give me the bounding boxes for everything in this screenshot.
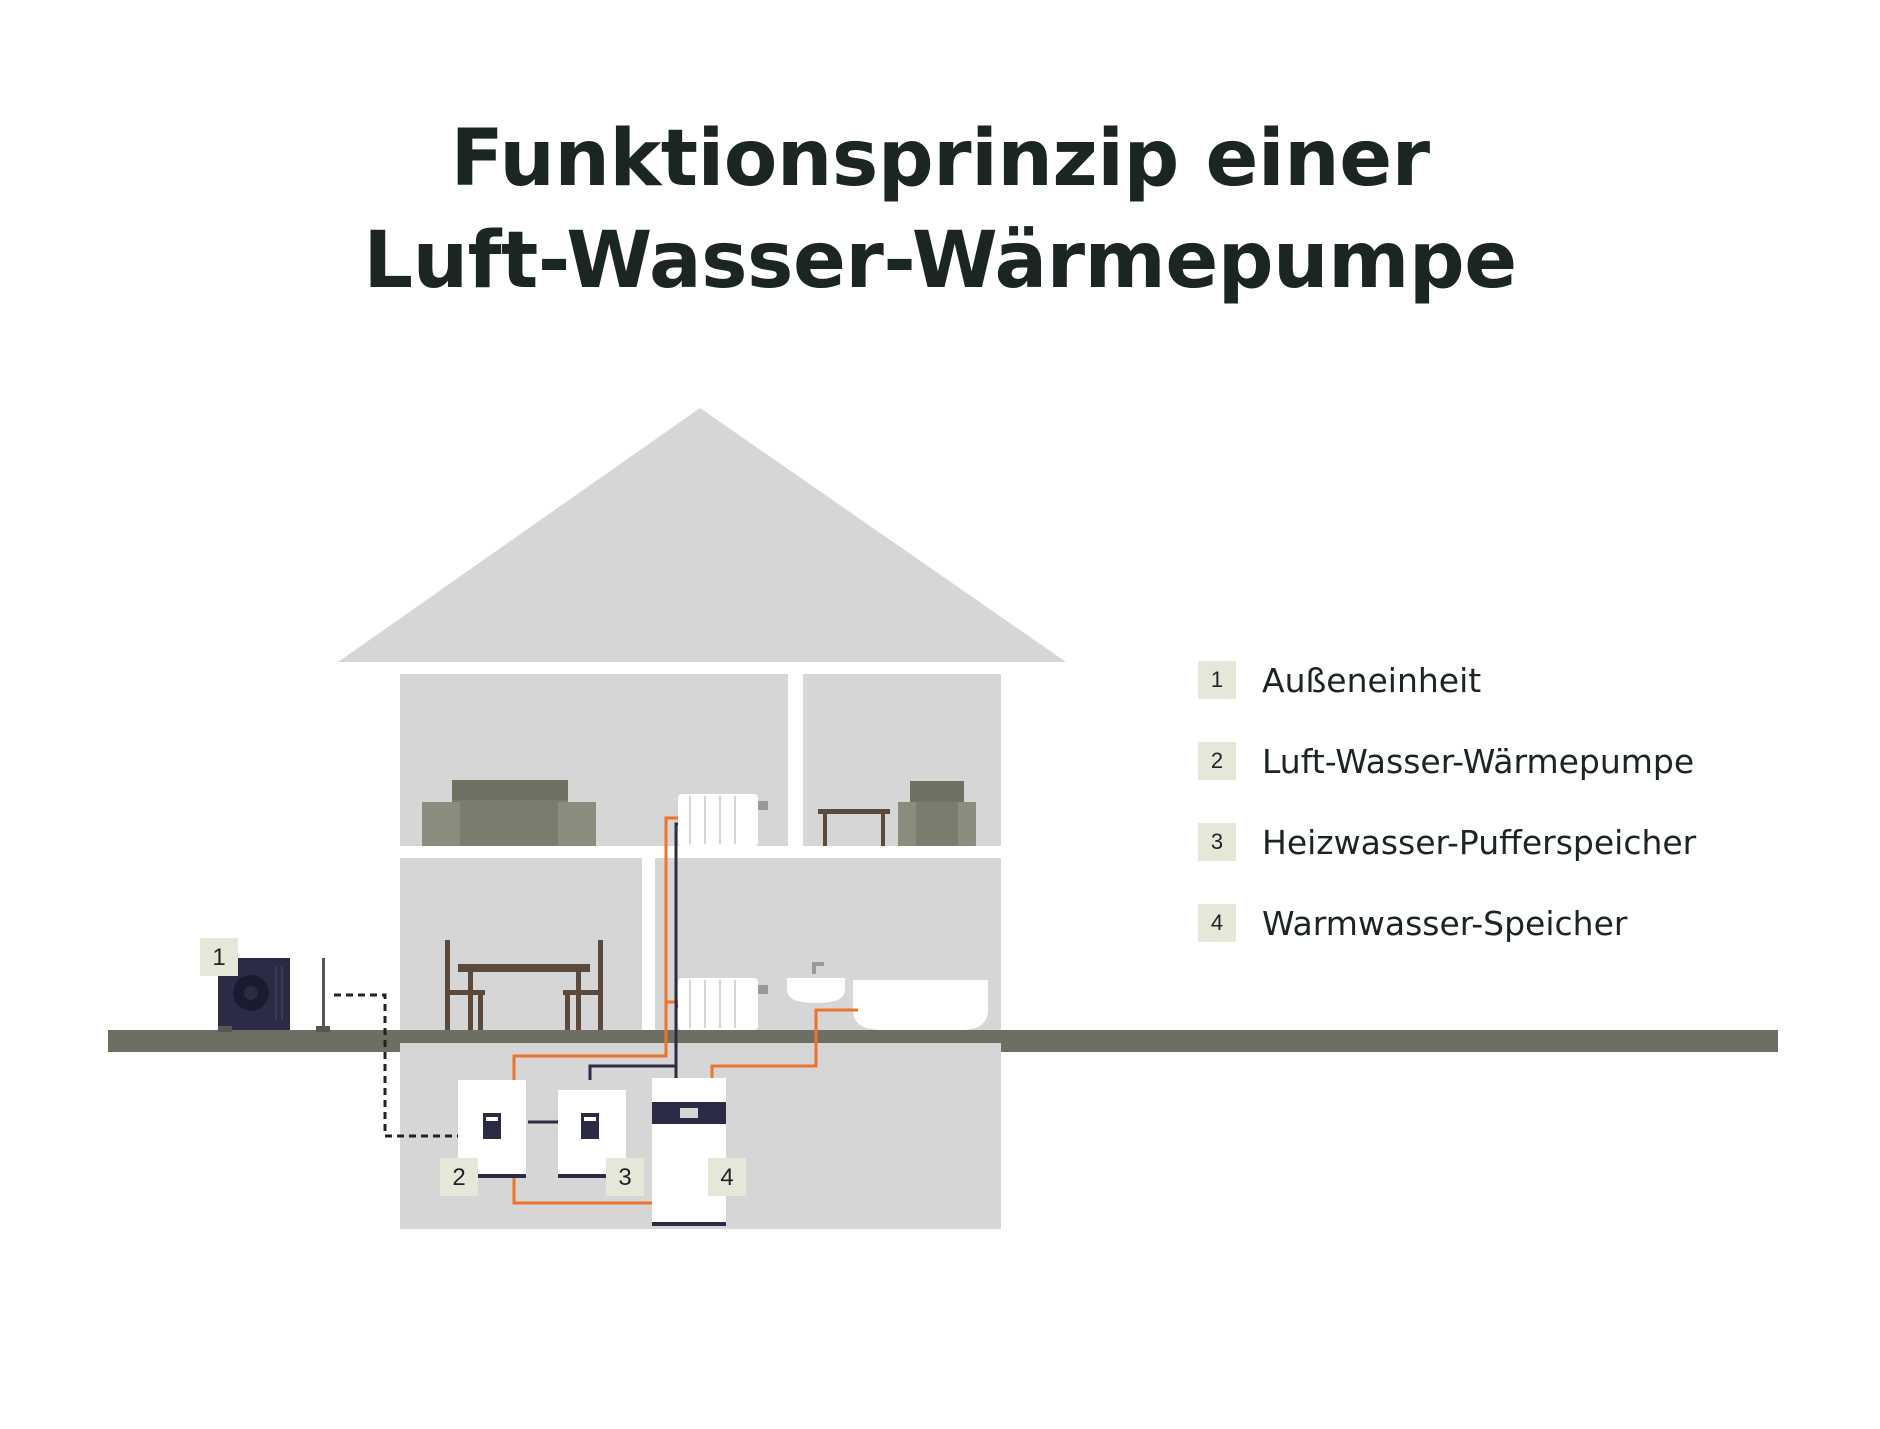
legend-label: Warmwasser-Speicher bbox=[1262, 903, 1628, 943]
refrigerant-line bbox=[334, 993, 458, 1138]
diagram-title: Funktionsprinzip einer Luft-Wasser-Wärme… bbox=[0, 108, 1880, 312]
hot-water-tank bbox=[652, 1078, 726, 1226]
sink bbox=[787, 962, 845, 1003]
svg-text:2: 2 bbox=[452, 1164, 465, 1191]
house-roof bbox=[338, 408, 1066, 662]
room-dining bbox=[400, 858, 642, 1030]
svg-text:1: 1 bbox=[212, 944, 225, 971]
legend-badge: 4 bbox=[1198, 904, 1236, 942]
legend-label: Luft-Wasser-Wärmepumpe bbox=[1262, 741, 1695, 781]
legend-item: 4 Warmwasser-Speicher bbox=[1198, 903, 1696, 943]
legend-item: 1 Außeneinheit bbox=[1198, 660, 1696, 700]
radiator-lower bbox=[678, 978, 768, 1030]
title-line-2: Luft-Wasser-Wärmepumpe bbox=[363, 216, 1517, 306]
hot-water-pipes bbox=[512, 816, 858, 1205]
badge-1: 1 bbox=[200, 938, 238, 976]
badge-4: 4 bbox=[708, 1158, 746, 1196]
dining-set bbox=[445, 940, 603, 1030]
title-line-1: Funktionsprinzip einer bbox=[450, 114, 1430, 204]
badge-3: 3 bbox=[606, 1158, 644, 1196]
legend-badge: 3 bbox=[1198, 823, 1236, 861]
sofa bbox=[422, 780, 596, 846]
svg-text:4: 4 bbox=[720, 1164, 733, 1191]
armchair bbox=[898, 781, 976, 846]
cold-water-pipes bbox=[528, 822, 678, 1124]
legend: 1 Außeneinheit 2 Luft-Wasser-Wärmepumpe … bbox=[1198, 660, 1696, 984]
legend-badge: 1 bbox=[1198, 661, 1236, 699]
side-table bbox=[818, 809, 890, 846]
legend-label: Heizwasser-Pufferspeicher bbox=[1262, 822, 1697, 862]
svg-text:3: 3 bbox=[618, 1164, 631, 1191]
legend-item: 3 Heizwasser-Pufferspeicher bbox=[1198, 822, 1696, 862]
badge-2: 2 bbox=[440, 1158, 478, 1196]
legend-badge: 2 bbox=[1198, 742, 1236, 780]
radiator-upper bbox=[678, 794, 768, 846]
legend-item: 2 Luft-Wasser-Wärmepumpe bbox=[1198, 741, 1696, 781]
legend-label: Außeneinheit bbox=[1262, 660, 1482, 700]
bathtub bbox=[853, 980, 988, 1030]
